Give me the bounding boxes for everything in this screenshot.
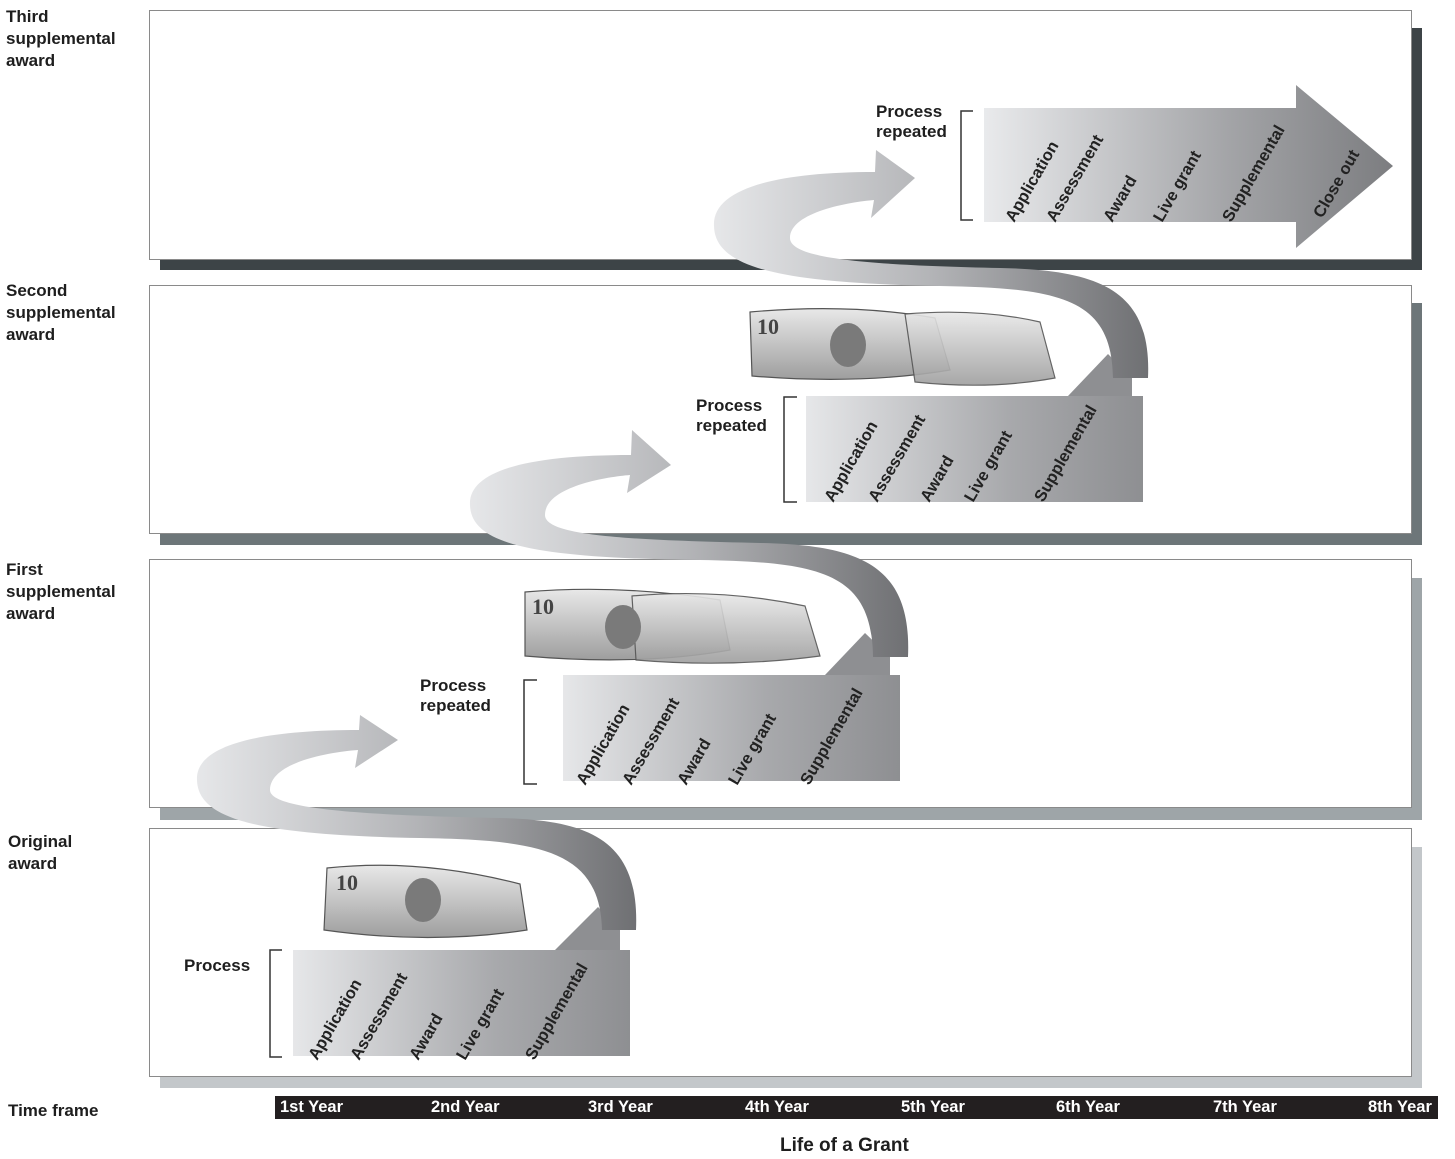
bracket-original bbox=[269, 949, 282, 1058]
year-label: 7th Year bbox=[1213, 1098, 1277, 1116]
row-label-first: First supplemental award bbox=[6, 560, 116, 623]
ten-dollar-bill-icon: 10 bbox=[749, 308, 1056, 386]
bracket-first bbox=[523, 679, 537, 785]
bracket-second bbox=[783, 396, 797, 503]
process-label-second: Process repeated bbox=[696, 396, 767, 435]
svg-text:10: 10 bbox=[757, 314, 779, 339]
process-box-second bbox=[806, 396, 1143, 502]
svg-text:10: 10 bbox=[532, 594, 554, 619]
process-label-original: Process bbox=[184, 956, 251, 975]
year-label: 5th Year bbox=[901, 1098, 965, 1116]
year-label: 2nd Year bbox=[431, 1098, 500, 1116]
row-label-second: Second supplemental award bbox=[6, 281, 116, 344]
process-label-third: Process repeated bbox=[876, 102, 947, 141]
process-label-first: Process repeated bbox=[420, 676, 491, 715]
time-frame-label: Time frame bbox=[8, 1101, 99, 1120]
year-label: 3rd Year bbox=[588, 1098, 653, 1116]
bracket-third bbox=[960, 110, 973, 221]
ten-dollar-bill-icon: 10 bbox=[524, 588, 821, 664]
year-label: 8th Year bbox=[1368, 1098, 1432, 1116]
process-box-original bbox=[293, 950, 630, 1056]
year-label: 4th Year bbox=[745, 1098, 809, 1116]
timeline-bar bbox=[275, 1096, 1438, 1119]
diagram-title: Life of a Grant bbox=[780, 1135, 909, 1156]
year-label: 1st Year bbox=[280, 1098, 344, 1116]
curved-arrow-original bbox=[196, 715, 637, 930]
year-label: 6th Year bbox=[1056, 1098, 1120, 1116]
row-label-third: Third supplemental award bbox=[6, 7, 116, 70]
final-arrow-third bbox=[984, 85, 1393, 248]
svg-text:10: 10 bbox=[336, 870, 358, 895]
curved-arrow-second bbox=[713, 150, 1149, 378]
row-label-original: Original award bbox=[8, 832, 73, 873]
curved-arrow-first bbox=[469, 430, 909, 657]
ten-dollar-bill-icon: 10 bbox=[323, 864, 528, 939]
process-box-first bbox=[563, 675, 900, 781]
